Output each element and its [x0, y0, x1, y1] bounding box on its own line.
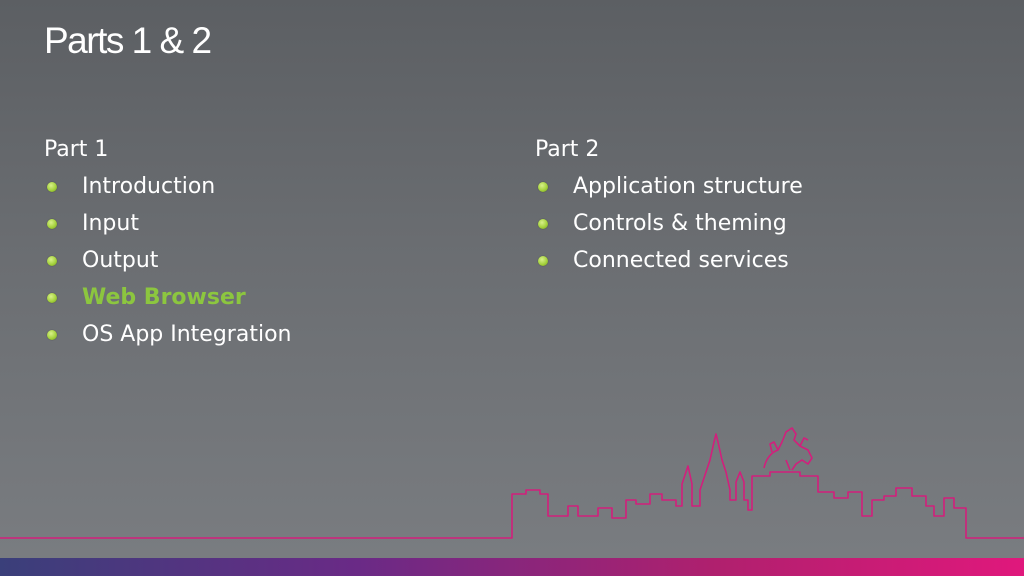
list-item-label: Web Browser: [82, 285, 246, 310]
list-item-highlighted: Web Browser: [44, 282, 291, 314]
list-item-label: Application structure: [573, 174, 803, 199]
list-item: Connected services: [535, 245, 803, 277]
part1-column: Part 1 Introduction Input Output Web Bro…: [44, 134, 291, 356]
list-item-label: Input: [82, 211, 139, 236]
green-dot-bullet-icon: [538, 256, 548, 266]
green-dot-bullet-icon: [538, 182, 548, 192]
green-dot-bullet-icon: [47, 182, 57, 192]
green-dot-bullet-icon: [47, 256, 57, 266]
city-skyline-icon: [0, 427, 1024, 539]
green-dot-bullet-icon: [47, 330, 57, 340]
list-item: Introduction: [44, 171, 291, 203]
part1-heading: Part 1: [44, 137, 109, 162]
list-item-label: Output: [82, 248, 159, 273]
slide-title: Parts 1 & 2: [44, 20, 212, 61]
part1-list: Introduction Input Output Web Browser OS…: [44, 171, 291, 351]
green-dot-bullet-icon: [47, 219, 57, 229]
part2-column: Part 2 Application structure Controls & …: [535, 134, 803, 282]
green-dot-bullet-icon: [538, 219, 548, 229]
list-item-label: Controls & theming: [573, 211, 787, 236]
list-item: OS App Integration: [44, 319, 291, 351]
list-item: Output: [44, 245, 291, 277]
green-dot-bullet-icon: [47, 293, 57, 303]
list-item-label: Introduction: [82, 174, 216, 199]
part2-heading: Part 2: [535, 137, 600, 162]
list-item-label: Connected services: [573, 248, 789, 273]
part2-list: Application structure Controls & theming…: [535, 171, 803, 277]
list-item: Controls & theming: [535, 208, 803, 240]
list-item: Application structure: [535, 171, 803, 203]
footer-gradient-bar: [0, 558, 1024, 576]
list-item-label: OS App Integration: [82, 322, 292, 347]
list-item: Input: [44, 208, 291, 240]
